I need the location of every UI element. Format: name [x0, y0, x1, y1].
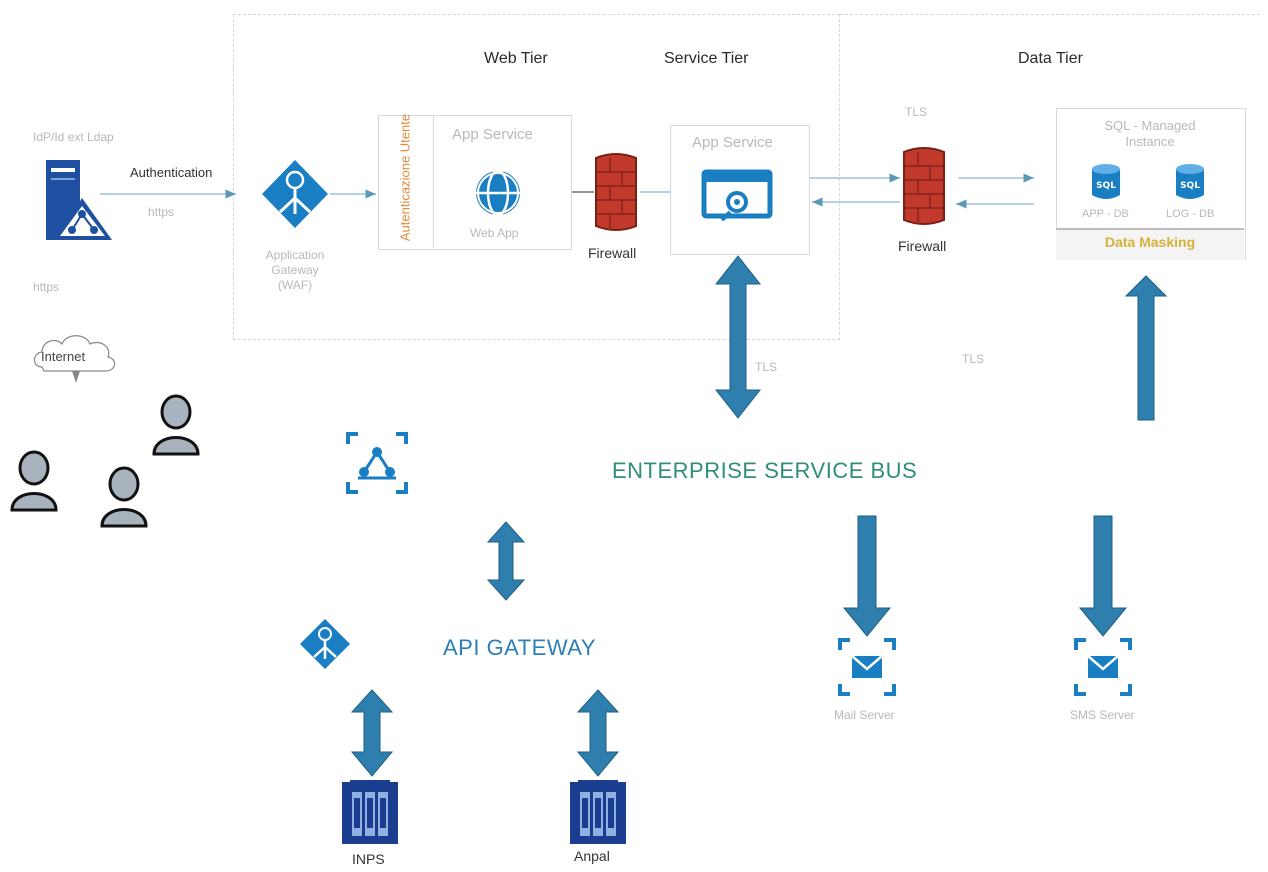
svg-text:SQL: SQL: [1180, 181, 1200, 191]
data-tier-label: Data Tier: [1018, 50, 1083, 67]
user-icon: [10, 450, 58, 512]
api-gateway-icon: [300, 619, 350, 669]
mail-server-icon: [838, 638, 896, 696]
sms-server-icon: [1074, 638, 1132, 696]
service-bus-icon: [346, 432, 408, 494]
sql-database-icon: SQL: [1176, 164, 1204, 199]
firewall-icon: [595, 153, 637, 231]
server-rack-icon: [570, 780, 626, 844]
firewall-icon: [903, 147, 945, 225]
https-label-left: https: [148, 205, 175, 219]
internet-label: Internet: [41, 349, 86, 364]
tls-label-data: TLS: [962, 352, 985, 366]
internet-cloud-icon: [33, 335, 116, 383]
esb-title: ENTERPRISE SERVICE BUS: [612, 458, 918, 483]
web-tier-label: Web Tier: [484, 50, 548, 67]
application-gateway-icon: [262, 160, 328, 228]
gateway-label: Application Gateway (WAF): [265, 248, 325, 292]
tiers-frame: [233, 14, 840, 340]
svg-text:SQL: SQL: [1096, 181, 1116, 191]
app-db-label: APP - DB: [1082, 208, 1129, 220]
service-app-service-title: App Service: [692, 134, 773, 151]
app-service-icon: [701, 169, 773, 222]
user-icon: [152, 394, 200, 456]
web-app-icon: [476, 169, 520, 217]
authentication-label: Authentication: [130, 165, 213, 180]
anpal-label: Anpal: [574, 848, 610, 864]
api-gateway-title: API GATEWAY: [443, 635, 597, 660]
tls-label-service: TLS: [755, 360, 778, 374]
firewall-label-2: Firewall: [898, 238, 947, 254]
mail-server-label: Mail Server: [834, 708, 895, 722]
idp-label: IdP/Id ext Ldap: [33, 130, 114, 144]
web-app-label: Web App: [470, 226, 519, 240]
inps-label: INPS: [352, 851, 385, 867]
server-rack-icon: [342, 780, 398, 844]
web-app-service-title: App Service: [452, 126, 533, 143]
auth-vertical-column: [378, 115, 434, 248]
server-icon: [46, 160, 112, 240]
service-tier-label: Service Tier: [664, 50, 749, 67]
sms-server-label: SMS Server: [1070, 708, 1135, 722]
user-icon: [100, 466, 148, 528]
data-masking-label: Data Masking: [1104, 234, 1196, 250]
managed-instance-title: SQL - Managed Instance: [1104, 118, 1196, 149]
data-masking-bar: [1056, 228, 1244, 260]
sql-database-icon: SQL: [1092, 164, 1120, 199]
web-app-service-box: [378, 115, 572, 250]
https-label-internet: https: [33, 280, 60, 294]
log-db-label: LOG - DB: [1166, 208, 1215, 220]
tls-label-top: TLS: [905, 105, 928, 119]
firewall-label-1: Firewall: [588, 245, 637, 261]
data-tier-frame: [840, 14, 1260, 15]
service-app-service-box: [670, 125, 810, 255]
